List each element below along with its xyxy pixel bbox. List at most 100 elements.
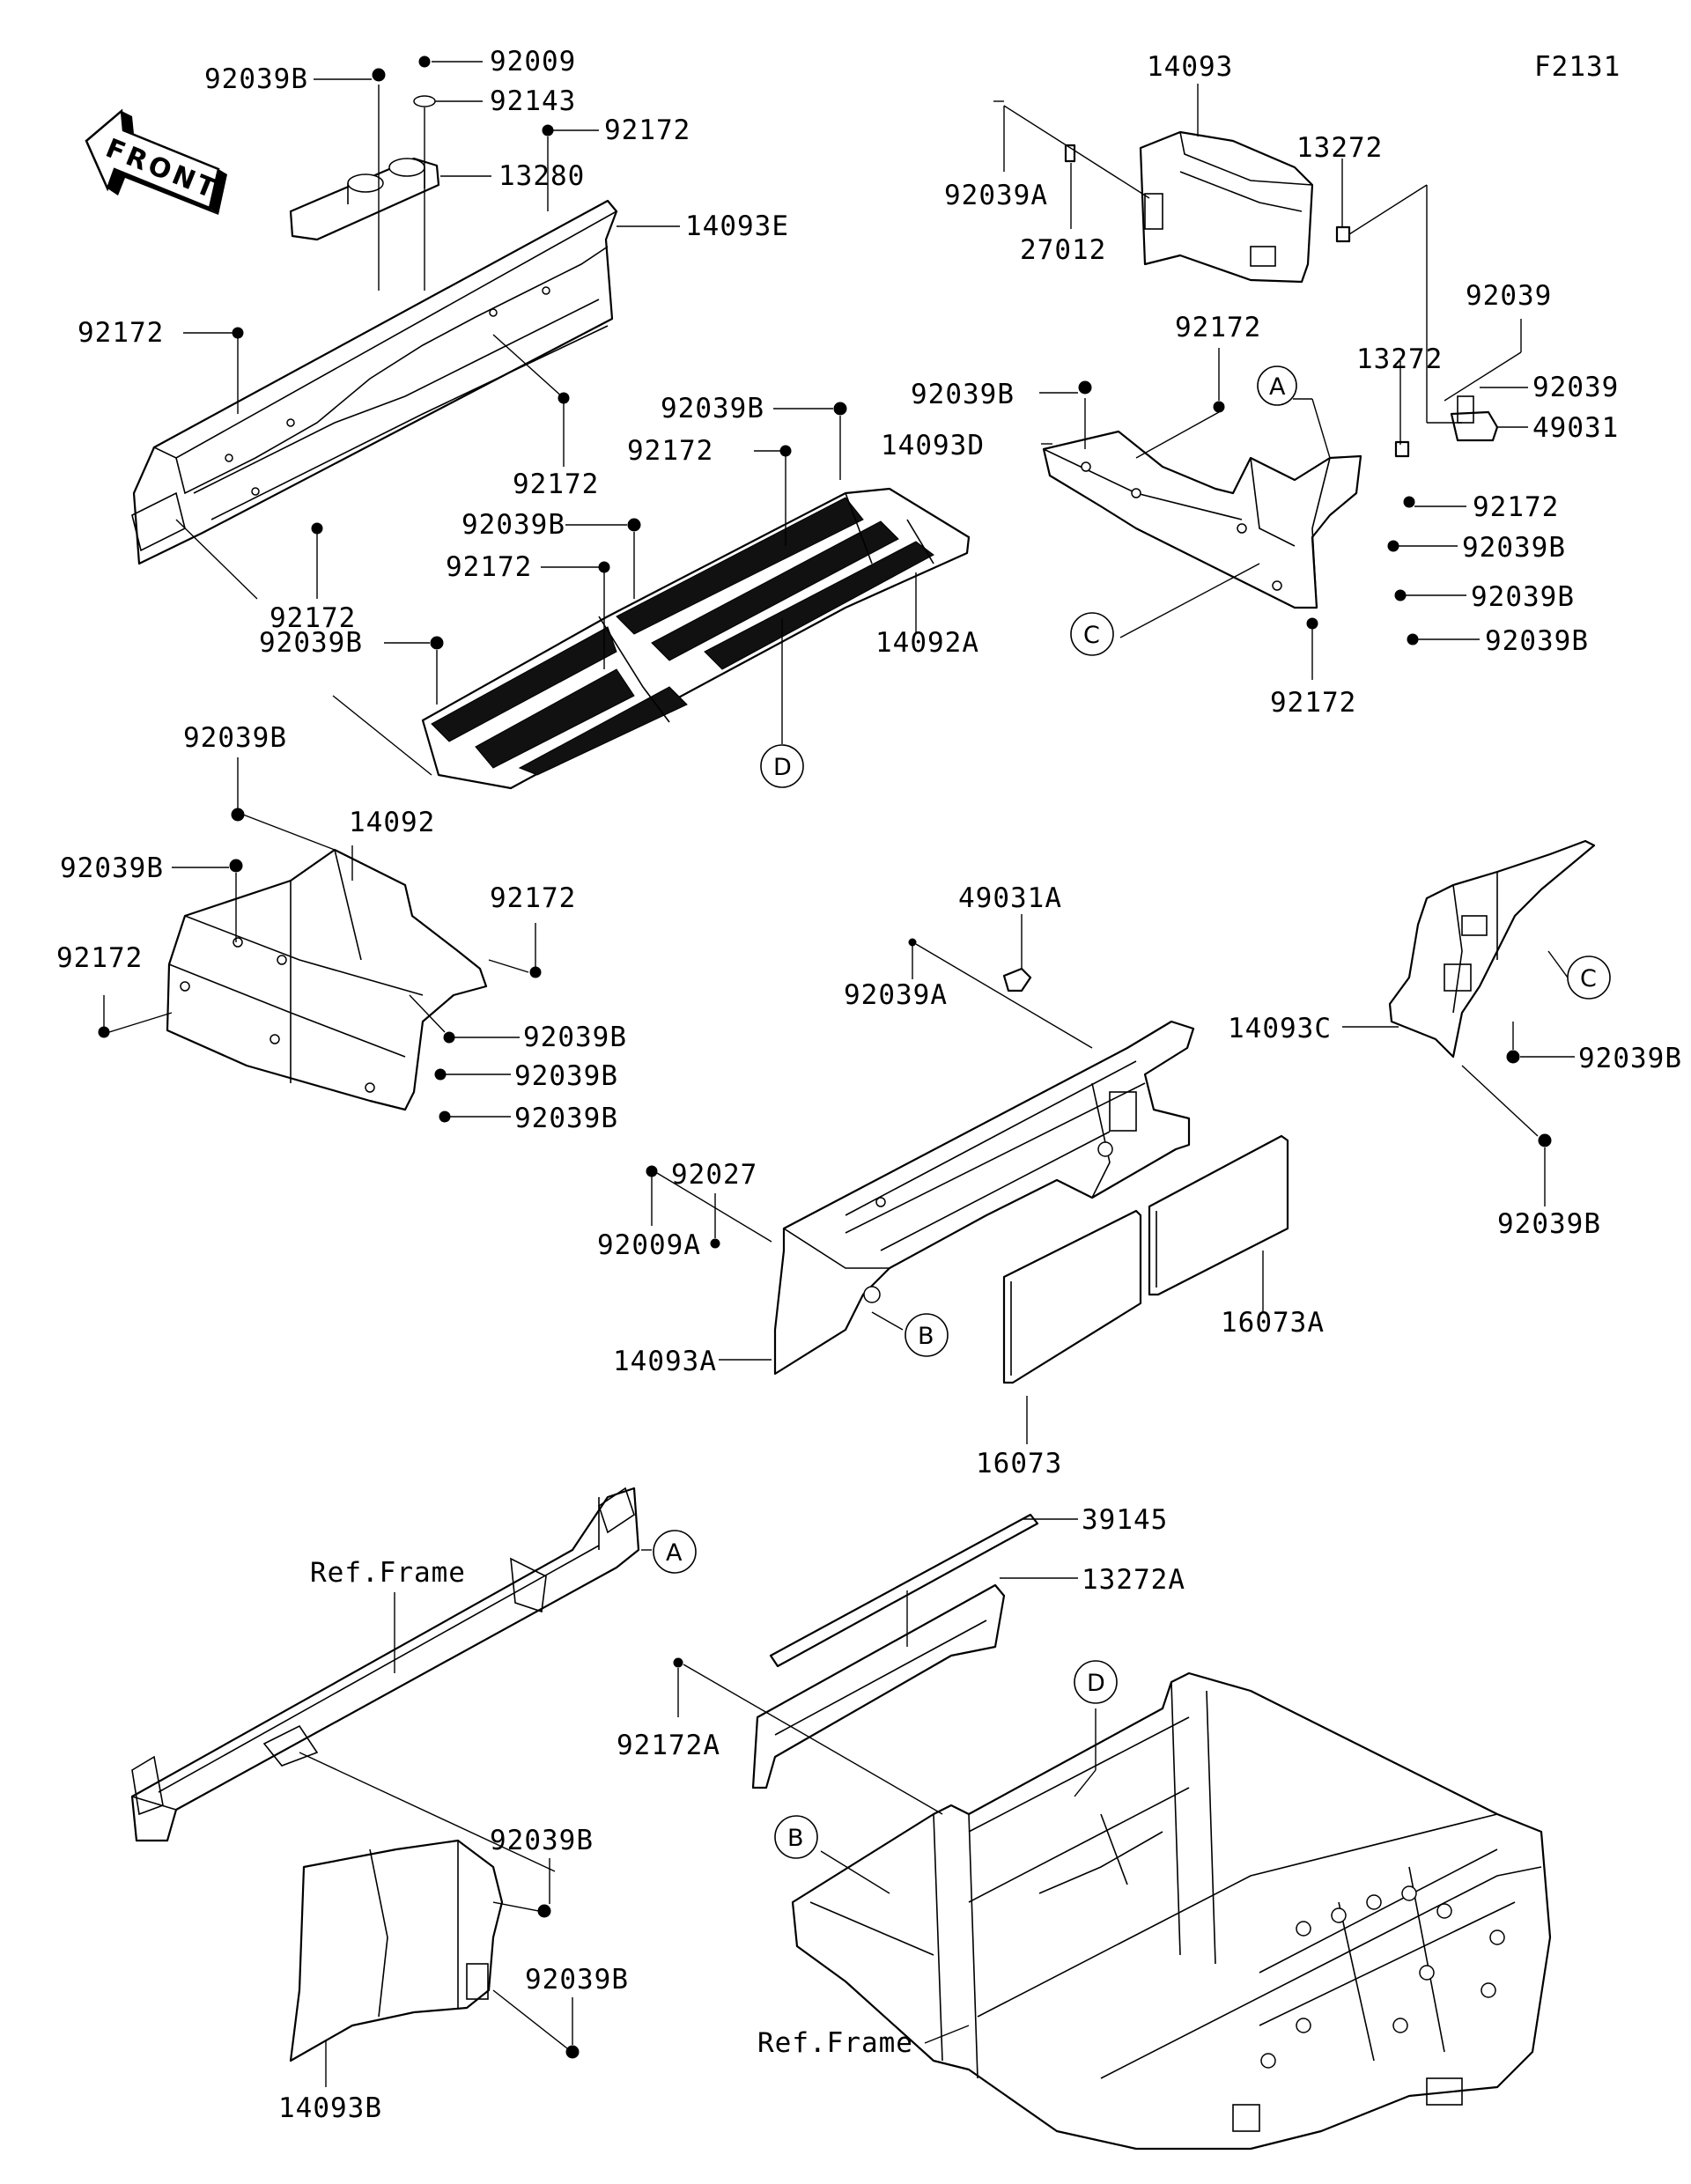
- leaders-group-8: [677, 1518, 1097, 2044]
- ref-circle-c-upper: C: [1070, 612, 1114, 656]
- bolt-92039B-k: [443, 1031, 455, 1044]
- bolt-92009A: [646, 1165, 658, 1177]
- label-49031A: 49031A: [958, 882, 1062, 914]
- bolt-92039B-a: [372, 68, 386, 82]
- part-14093E-rail: [131, 157, 618, 565]
- label-92039B-p: 92039B: [490, 1825, 594, 1856]
- label-92039B-e: 92039B: [1485, 625, 1589, 657]
- part-14092-side-panel: [166, 848, 488, 1111]
- svg-text:A: A: [666, 1539, 683, 1567]
- screw-92172-g: [1306, 617, 1318, 630]
- part-14093A-center-panel: [773, 1020, 1195, 1376]
- label-92039B-g: 92039B: [462, 509, 565, 541]
- bolt-92039B-l: [434, 1068, 447, 1081]
- part-49031A-bracket: [1002, 967, 1032, 992]
- leaders-group-7: [299, 1549, 652, 2087]
- label-92039A-b: 92039A: [844, 979, 948, 1011]
- bolt-92039B-j: [229, 859, 243, 873]
- ref-circle-b-lower: B: [774, 1815, 818, 1859]
- label-92039B-o: 92039B: [1497, 1208, 1601, 1240]
- label-92172-a: 92172: [604, 114, 690, 146]
- label-92143: 92143: [490, 85, 576, 117]
- part-16073A-shield: [1148, 1134, 1289, 1296]
- label-92039B-d: 92039B: [1471, 581, 1575, 613]
- leaders-group-1: [175, 61, 680, 600]
- label-92009: 92009: [490, 46, 576, 77]
- label-14093E: 14093E: [685, 210, 789, 242]
- leaders-group-6: [1342, 950, 1575, 1206]
- label-92039A-a: 92039A: [944, 180, 1048, 211]
- label-92039B-m: 92039B: [514, 1103, 618, 1134]
- bolt-92039B-d: [1394, 589, 1407, 601]
- label-14092: 14092: [349, 807, 435, 838]
- label-92039-b: 92039: [1532, 372, 1619, 403]
- ref-frame-beam-left: [130, 1487, 640, 1842]
- label-92009A: 92009A: [597, 1229, 701, 1261]
- label-92172-d: 92172: [270, 602, 356, 634]
- screw-92172-e: [1213, 401, 1225, 413]
- label-92039B-q: 92039B: [525, 1964, 629, 1996]
- label-92039B-a: 92039B: [204, 63, 308, 95]
- screw-92172-f: [1403, 496, 1415, 508]
- svg-text:B: B: [787, 1825, 804, 1852]
- svg-text:D: D: [773, 754, 792, 781]
- part-14093B-guard: [289, 1839, 504, 2062]
- clip-13272-a: [1335, 225, 1351, 243]
- ref-circle-d-lower: D: [1074, 1660, 1118, 1704]
- label-92172-b: 92172: [78, 317, 164, 349]
- bolt-92039B-n: [1506, 1050, 1520, 1064]
- rivet-92172A: [673, 1657, 683, 1668]
- part-14093-cover: [1139, 130, 1314, 284]
- front-direction-arrow-icon: FRONT: [85, 108, 227, 215]
- label-14093D: 14093D: [881, 430, 985, 461]
- label-14092A: 14092A: [875, 627, 979, 659]
- ref-circle-a-upper: A: [1257, 365, 1297, 406]
- label-92172-h: 92172: [627, 435, 713, 467]
- label-92172-f: 92172: [1473, 491, 1559, 523]
- screw-92172-i: [598, 561, 610, 573]
- screw-92172-d: [311, 522, 323, 535]
- bolt-92039B-i: [231, 808, 245, 822]
- label-14093C: 14093C: [1228, 1013, 1332, 1044]
- ref-circle-b-center: B: [905, 1313, 949, 1357]
- label-92039B-h: 92039B: [259, 627, 363, 659]
- label-13272-b: 13272: [1356, 343, 1443, 375]
- ref-circle-c-right: C: [1567, 956, 1611, 1000]
- part-14092A-floor-mat: [421, 487, 971, 790]
- svg-text:B: B: [918, 1323, 934, 1350]
- bolt-92039B-p: [537, 1904, 551, 1918]
- part-13272A-trim: [751, 1583, 1006, 1789]
- ref-circle-d-mat: D: [760, 744, 804, 788]
- label-14093A: 14093A: [613, 1346, 717, 1377]
- figure-code: F2131: [1534, 51, 1621, 83]
- nut-92027: [710, 1238, 720, 1249]
- label-92172A: 92172A: [617, 1730, 720, 1761]
- bolt-92039B-g: [627, 518, 641, 532]
- leaders-group-5: [651, 914, 1264, 1444]
- ref-frame-chassis-right: [791, 1671, 1552, 2151]
- label-13272-a: 13272: [1296, 132, 1383, 164]
- svg-text:D: D: [1087, 1670, 1105, 1697]
- label-16073: 16073: [976, 1448, 1062, 1479]
- label-92039B-f: 92039B: [661, 393, 764, 424]
- clip-27012: [1064, 144, 1076, 163]
- label-92172-k: 92172: [56, 942, 143, 974]
- label-92172-e: 92172: [1175, 312, 1261, 343]
- screw-92172-k: [98, 1026, 110, 1038]
- label-14093B: 14093B: [278, 2092, 382, 2124]
- label-92172-c: 92172: [513, 469, 599, 500]
- washer-92143: [413, 95, 436, 107]
- label-27012: 27012: [1020, 234, 1106, 266]
- part-14093C-guard: [1388, 839, 1596, 1059]
- label-92172-i: 92172: [446, 551, 532, 583]
- clip-13272-b: [1394, 440, 1410, 458]
- label-13280: 13280: [498, 160, 585, 192]
- label-92172-j: 92172: [490, 882, 576, 914]
- label-92039B-j: 92039B: [60, 852, 164, 884]
- bolt-92039B-h: [430, 636, 444, 650]
- label-92027: 92027: [671, 1159, 757, 1191]
- label-49031: 49031: [1532, 412, 1619, 444]
- part-14093D-panel: [1042, 430, 1362, 609]
- svg-text:A: A: [1269, 373, 1286, 401]
